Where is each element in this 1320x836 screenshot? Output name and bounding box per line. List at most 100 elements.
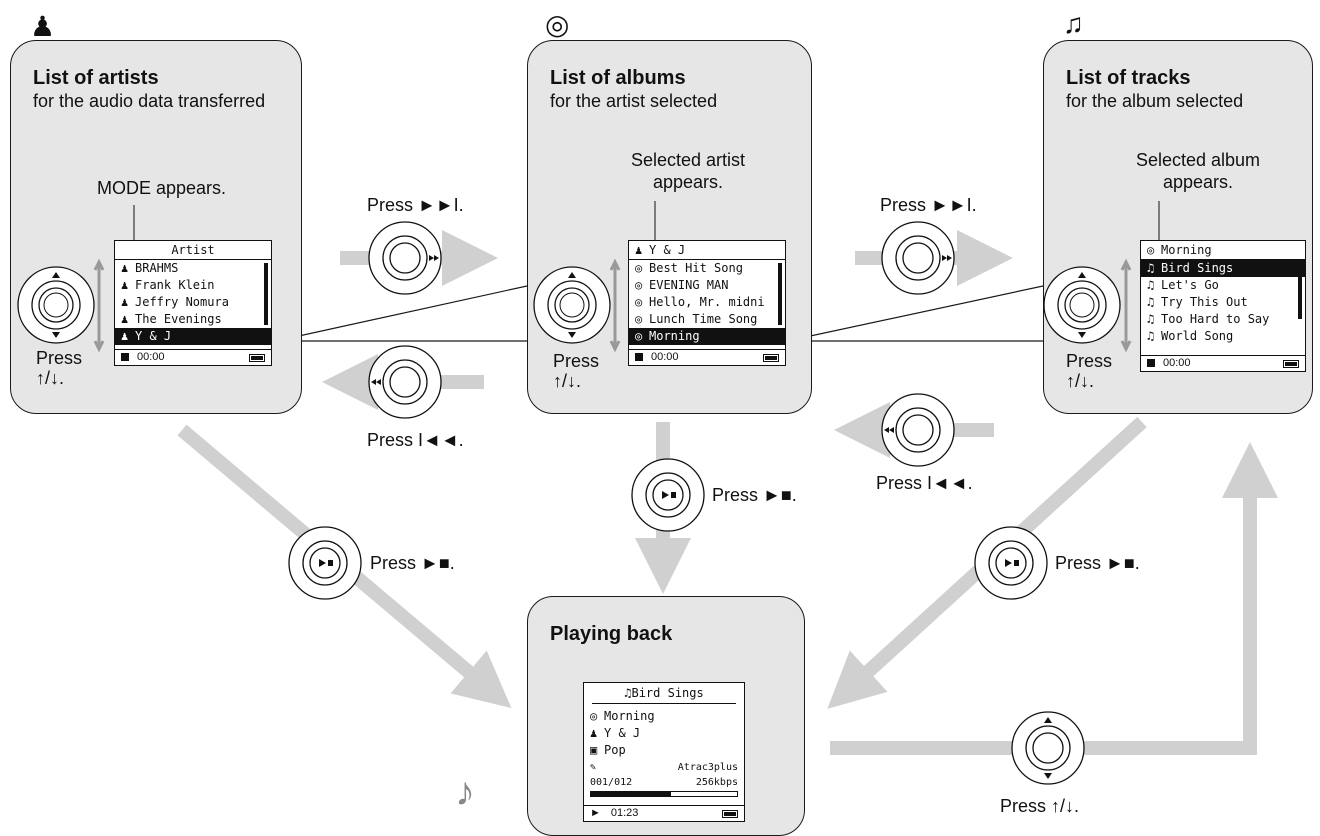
artists-note: MODE appears. <box>97 178 227 198</box>
updown-indicator-2 <box>609 258 621 353</box>
battery-icon <box>763 354 779 362</box>
press-prev-label-2: Press I◄◄. <box>876 473 973 493</box>
press-next-label-2: Press ►►I. <box>880 195 977 215</box>
press-prev-label-1: Press I◄◄. <box>367 430 464 450</box>
tracks-subtitle: for the album selected <box>1066 91 1244 111</box>
updown-indicator-3 <box>1120 258 1132 353</box>
play-info-row: 001/012 256kbps <box>584 776 744 789</box>
music-note-decoration-icon: ♪ <box>455 770 475 814</box>
album-icon: ◎ <box>635 312 643 326</box>
status-bar: ►01:23 <box>584 805 744 821</box>
artist-tab-icon: ♟ <box>30 11 56 42</box>
music-note-icon: ♫ <box>1147 261 1155 275</box>
press-next-label-1: Press ►►I. <box>367 195 464 215</box>
play-codec: Atrac3plus <box>677 762 738 773</box>
dial-prev-2[interactable] <box>881 393 955 467</box>
playback-panel: Playing back <box>527 596 805 836</box>
updown-indicator-1 <box>93 258 105 353</box>
artist-icon: ♟ <box>635 243 643 257</box>
arrow-playback-to-tracks <box>830 442 1278 755</box>
scrollbar[interactable] <box>264 263 268 325</box>
list-item[interactable]: ♫Let's Go <box>1147 278 1219 292</box>
dial-play-3[interactable] <box>974 526 1048 600</box>
play-track-number: 001/012 <box>590 777 633 788</box>
dial-artists-updown[interactable] <box>17 266 95 344</box>
album-screen: ♟Y & J ◎Best Hit Song ◎EVENING MAN ◎Hell… <box>628 240 786 366</box>
artists-subtitle: for the audio data transferred <box>33 91 266 111</box>
list-item[interactable]: ♫Try This Out <box>1147 295 1248 309</box>
music-note-icon: ♫ <box>1147 295 1155 309</box>
list-item[interactable]: ♟BRAHMS <box>121 261 179 275</box>
press-updown-label-1: Press↑/↓. <box>36 348 83 388</box>
tracks-title: List of tracks <box>1066 67 1191 89</box>
press-updown-label-4: Press ↑/↓. <box>1000 796 1080 816</box>
list-item[interactable]: ♟Jeffry Nomura <box>121 295 229 309</box>
scrollbar[interactable] <box>778 263 782 325</box>
dial-play-1[interactable] <box>288 526 362 600</box>
scrollbar[interactable] <box>1298 263 1302 319</box>
list-item[interactable]: ♟Frank Klein <box>121 278 215 292</box>
dial-playback-updown[interactable] <box>1011 711 1085 785</box>
playback-title: Playing back <box>550 623 673 645</box>
press-play-label-3: Press ►■. <box>1055 553 1140 573</box>
list-item[interactable]: ◎Hello, Mr. midni <box>635 295 765 309</box>
genre-icon: ▣ <box>590 743 598 757</box>
artist-screen-header: Artist <box>115 241 271 260</box>
progress-bar[interactable] <box>590 791 738 797</box>
albums-subtitle: for the artist selected <box>550 91 718 111</box>
track-screen: ◎Morning ♫Bird Sings ♫Let's Go ♫Try This… <box>1140 240 1306 372</box>
dial-tracks-updown[interactable] <box>1043 266 1121 344</box>
album-icon: ◎ <box>590 709 598 723</box>
music-note-icon: ♫ <box>1147 278 1155 292</box>
dial-play-2[interactable] <box>631 458 705 532</box>
stop-icon <box>1147 359 1155 367</box>
list-item[interactable]: ♫Too Hard to Say <box>1147 312 1270 326</box>
press-updown-label-3: Press↑/↓. <box>1066 351 1113 391</box>
list-item[interactable]: ◎Lunch Time Song <box>635 312 758 326</box>
battery-icon <box>1283 360 1299 368</box>
play-track-title: ♫Bird Sings <box>592 683 736 704</box>
status-bar: 00:00 <box>115 349 271 365</box>
album-icon: ◎ <box>635 329 643 343</box>
press-play-label-1: Press ►■. <box>370 553 455 573</box>
list-item-selected[interactable]: ◎Morning <box>629 328 785 345</box>
zoom-line-artist <box>275 285 528 342</box>
artist-icon: ♟ <box>121 295 129 309</box>
dial-prev-1[interactable] <box>368 345 442 419</box>
albums-title: List of albums <box>550 67 686 89</box>
dial-albums-updown[interactable] <box>533 266 611 344</box>
list-item[interactable]: ♟The Evenings <box>121 312 222 326</box>
artist-icon: ♟ <box>121 329 129 343</box>
list-item-selected[interactable]: ♫Bird Sings <box>1141 260 1305 277</box>
list-item-selected[interactable]: ♟Y & J <box>115 328 271 345</box>
play-bitrate: 256kbps <box>695 777 738 788</box>
progress-fill <box>591 792 672 796</box>
play-genre: ▣Pop <box>590 743 626 757</box>
list-item[interactable]: ♫World Song <box>1147 329 1234 343</box>
play-artist: ♟Y & J <box>590 726 641 740</box>
stop-icon <box>121 353 129 361</box>
play-screen: ♫Bird Sings ◎Morning ♟Y & J ▣Pop ✎ Atrac… <box>583 682 745 822</box>
music-note-tab-icon: ♫ <box>1063 8 1084 39</box>
zoom-line-album <box>786 285 1044 342</box>
status-bar: 00:00 <box>1141 355 1305 371</box>
music-note-icon: ♫ <box>624 686 632 700</box>
album-tab-icon: ◎ <box>545 9 570 40</box>
album-icon: ◎ <box>635 261 643 275</box>
album-screen-header: ♟Y & J <box>629 241 785 260</box>
dial-next-1[interactable] <box>368 221 442 295</box>
artists-title: List of artists <box>33 67 159 89</box>
artist-screen: Artist ♟BRAHMS ♟Frank Klein ♟Jeffry Nomu… <box>114 240 272 366</box>
music-note-icon: ♫ <box>1147 312 1155 326</box>
play-icon: ► <box>590 807 601 819</box>
album-icon: ◎ <box>635 295 643 309</box>
dial-next-2[interactable] <box>881 221 955 295</box>
stop-icon <box>635 353 643 361</box>
artist-icon: ♟ <box>121 278 129 292</box>
list-item[interactable]: ◎EVENING MAN <box>635 278 729 292</box>
album-icon: ◎ <box>635 278 643 292</box>
artist-icon: ♟ <box>121 312 129 326</box>
list-item[interactable]: ◎Best Hit Song <box>635 261 743 275</box>
